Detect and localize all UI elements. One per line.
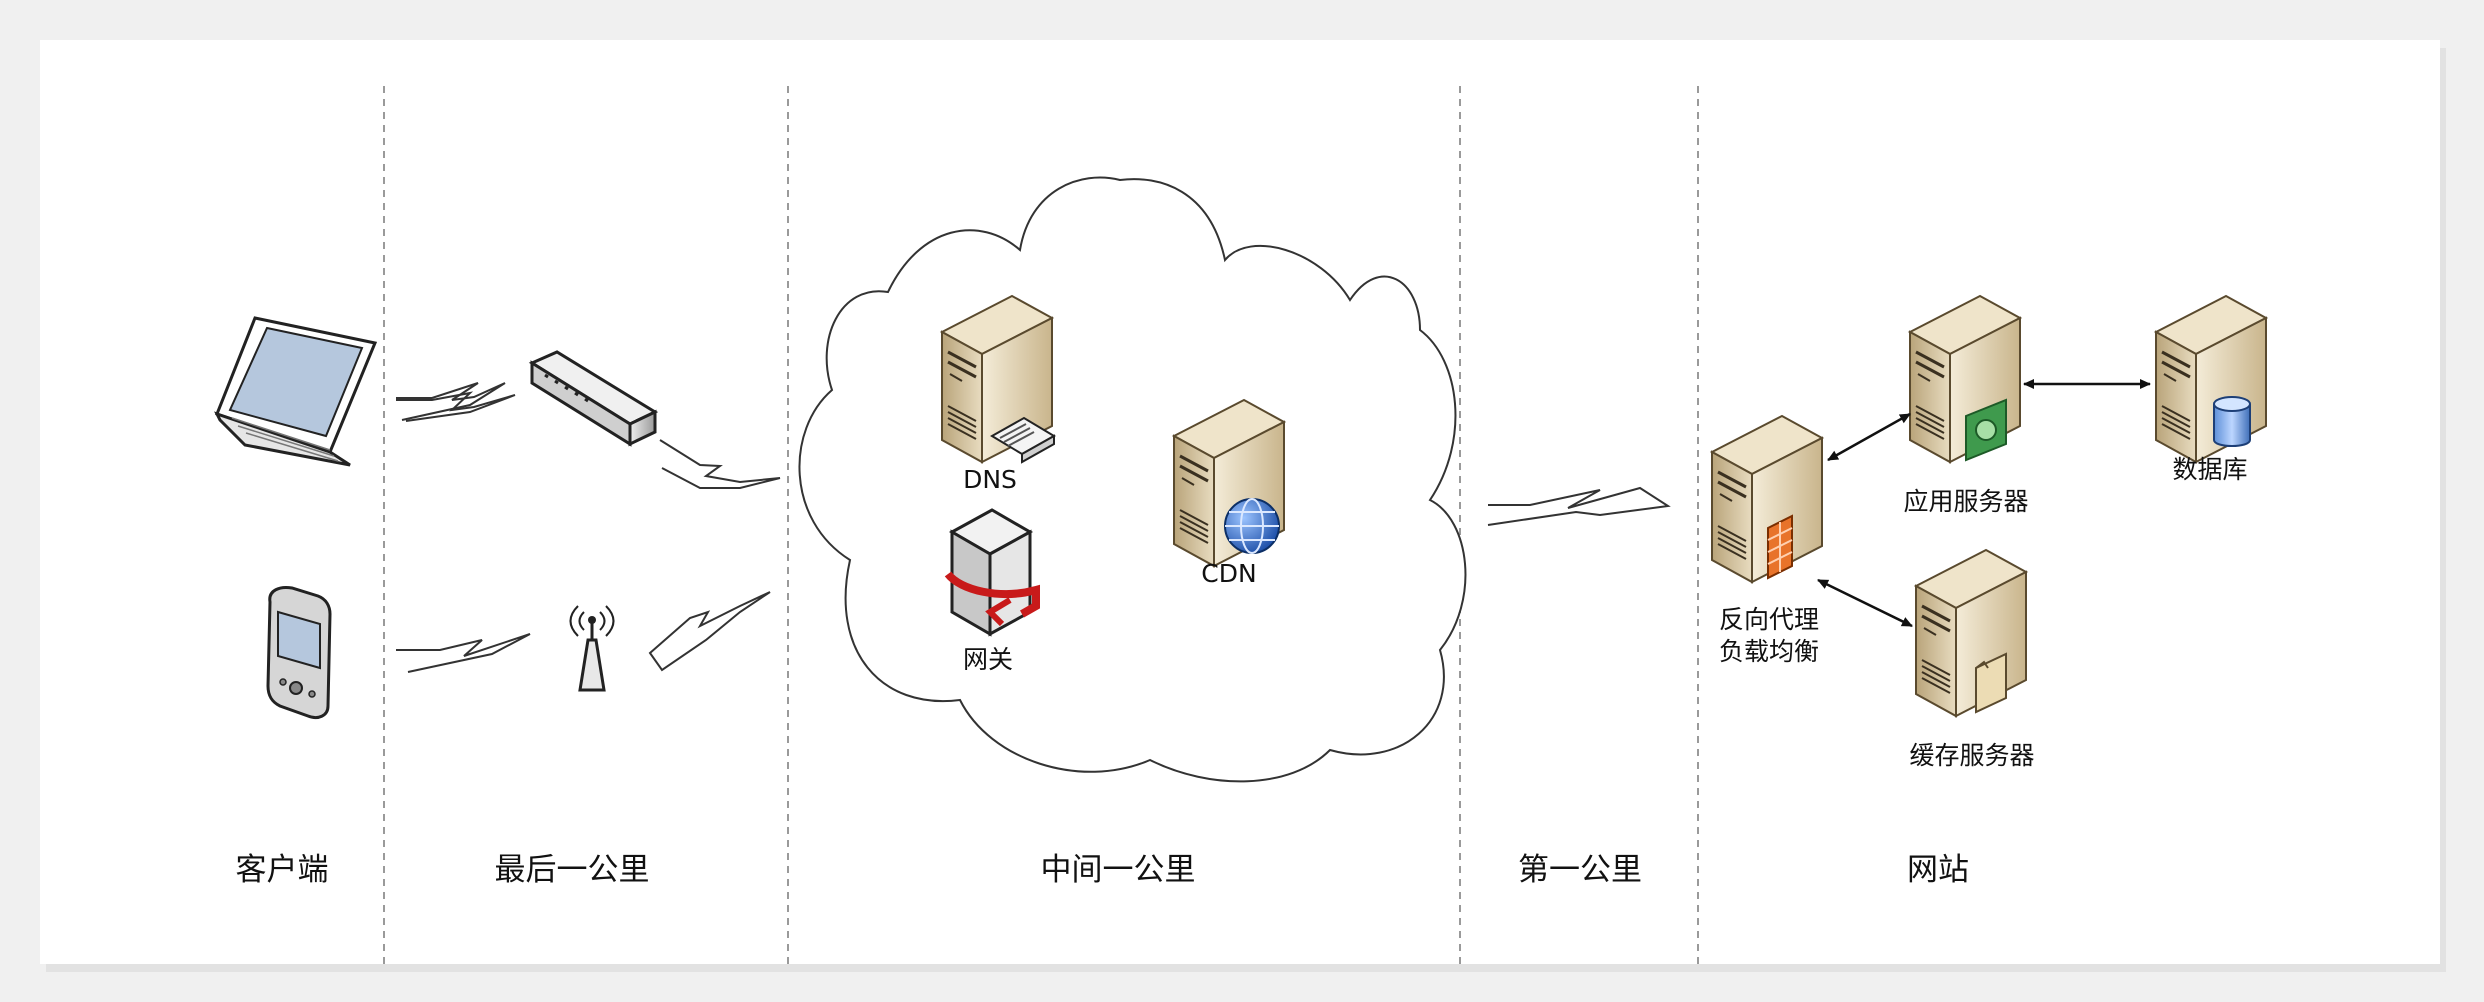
reverse-proxy-server-icon xyxy=(1710,414,1824,584)
switch-icon xyxy=(528,350,659,447)
section-label-first-mile: 第一公里 xyxy=(1518,852,1642,888)
money-icon xyxy=(1965,398,2007,462)
gateway-label: 网关 xyxy=(963,645,1013,674)
antenna-icon xyxy=(569,605,615,692)
document-icon xyxy=(1975,652,2007,714)
reverse-proxy-label-line2: 负载均衡 xyxy=(1719,637,1819,666)
dns-label: DNS xyxy=(963,465,1017,494)
section-label-middle-mile: 中间一公里 xyxy=(1041,852,1196,888)
database-server-icon xyxy=(2154,294,2268,464)
database-label: 数据库 xyxy=(2172,455,2247,484)
cache-server-label: 缓存服务器 xyxy=(1909,741,2034,770)
firewall-icon xyxy=(1767,514,1793,580)
app-server-icon xyxy=(1908,294,2022,464)
phone-icon xyxy=(266,586,332,720)
cache-server-icon xyxy=(1914,548,2028,718)
arrow-proxy-app xyxy=(1827,412,1911,462)
cdn-server-icon xyxy=(1172,398,1286,568)
cdn-label: CDN xyxy=(1201,559,1256,588)
database-icon xyxy=(2213,396,2251,447)
section-label-last-mile: 最后一公里 xyxy=(495,852,650,888)
link-antenna-cloud xyxy=(648,591,771,672)
gateway-icon xyxy=(944,508,1040,637)
arrow-proxy-cache xyxy=(1817,578,1913,628)
link-switch-cloud xyxy=(659,439,781,489)
laptop-icon xyxy=(214,316,378,467)
app-server-label: 应用服务器 xyxy=(1903,487,2028,516)
section-label-client: 客户端 xyxy=(236,852,329,888)
wan-links xyxy=(396,382,1671,673)
link-cloud-website xyxy=(1487,486,1671,526)
globe-icon xyxy=(1224,498,1280,554)
reverse-proxy-label-line1: 反向代理 xyxy=(1719,605,1819,634)
section-label-website: 网站 xyxy=(1907,852,1969,888)
dns-server-icon xyxy=(940,294,1056,464)
website-connections xyxy=(1817,379,2151,628)
link-phone-antenna xyxy=(396,633,531,673)
link-laptop-switch-2 xyxy=(396,391,516,422)
section-dividers xyxy=(383,86,1699,964)
